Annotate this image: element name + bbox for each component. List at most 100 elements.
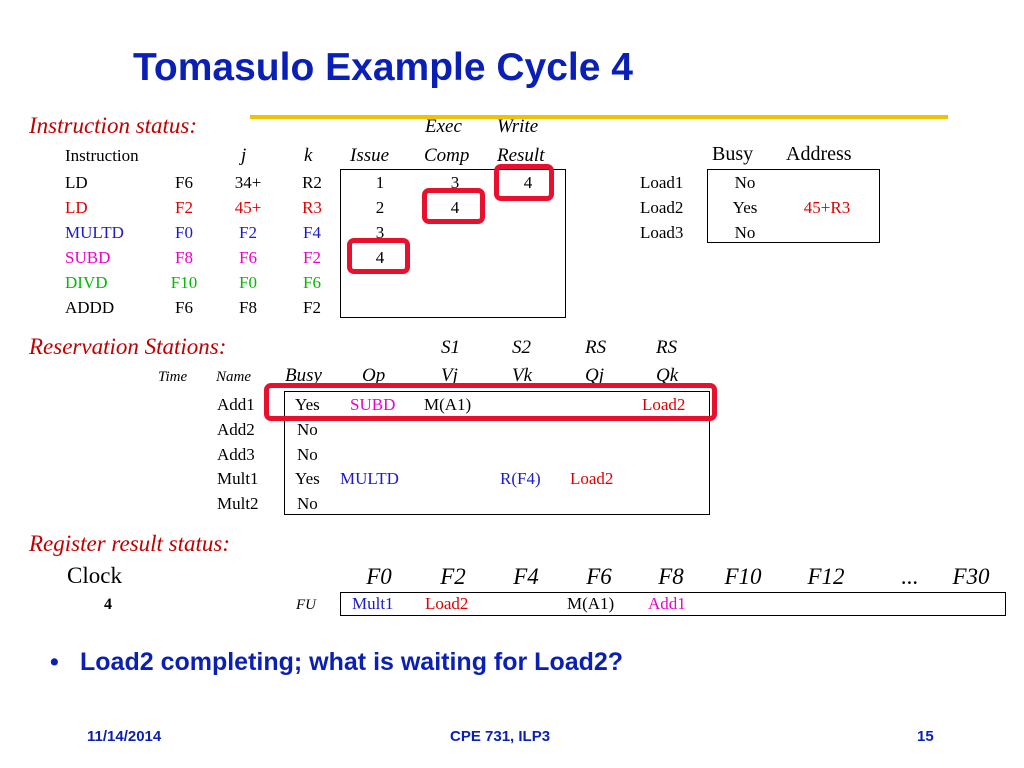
instruction-dest: F8 xyxy=(175,248,193,267)
load-buffer-busy: No xyxy=(734,223,756,242)
time-header: Time xyxy=(158,369,188,385)
reservation-stations-table xyxy=(284,391,710,515)
register-fu-value: Mult1 xyxy=(352,594,394,613)
highlight-add1-row xyxy=(264,383,717,421)
result-header: Result xyxy=(497,145,545,166)
register-header: F2 xyxy=(440,564,466,589)
rs-name: Mult1 xyxy=(217,469,259,488)
s1-header: S1 xyxy=(441,337,460,358)
rs-busy: No xyxy=(297,420,318,439)
op-header: Op xyxy=(362,365,386,386)
register-fu-value: M(A1) xyxy=(567,594,615,613)
instruction-dest: F6 xyxy=(175,298,193,317)
instruction-op: DIVD xyxy=(65,273,108,292)
register-fu-value: Add1 xyxy=(648,594,686,613)
footer-course: CPE 731, ILP3 xyxy=(450,728,551,745)
register-header: F4 xyxy=(513,564,539,589)
issue-cycle: 1 xyxy=(375,173,385,192)
rs-op: MULTD xyxy=(340,469,399,488)
issue-cycle: 4 xyxy=(375,248,385,267)
slide-title: Tomasulo Example Cycle 4 xyxy=(133,46,633,89)
rs-name: Mult2 xyxy=(217,494,259,513)
rs-name: Add1 xyxy=(217,395,255,414)
issue-cycle: 3 xyxy=(375,223,385,242)
rs-qk-header: RS xyxy=(656,337,678,358)
register-header: ... xyxy=(901,564,919,589)
load-buffer-name: Load3 xyxy=(640,223,684,242)
clock-value: 4 xyxy=(104,596,112,613)
busy-rs-header: Busy xyxy=(285,365,322,386)
highlight-exec-comp-box xyxy=(422,188,485,224)
instruction-op: ADDD xyxy=(65,298,115,317)
vj-header: Vj xyxy=(441,365,458,386)
k-header: k xyxy=(304,145,313,166)
comp-header: Comp xyxy=(424,145,470,166)
instruction-j: 34+ xyxy=(234,173,262,192)
register-header: F10 xyxy=(724,564,762,589)
instruction-k: R2 xyxy=(302,173,322,192)
rs-vj: M(A1) xyxy=(424,395,472,414)
register-header: F12 xyxy=(807,564,845,589)
instruction-k: F4 xyxy=(303,223,321,242)
highlight-issue-box xyxy=(347,238,410,274)
comp-cycle: 4 xyxy=(450,198,460,217)
name-header: Name xyxy=(216,369,251,385)
bullet-text: Load2 completing; what is waiting for Lo… xyxy=(80,648,624,676)
instruction-k: F6 xyxy=(303,273,321,292)
instruction-header: Instruction xyxy=(65,146,139,165)
instruction-op: LD xyxy=(65,173,88,192)
qk-header: Qk xyxy=(656,365,679,386)
result-cycle: 4 xyxy=(523,173,533,192)
instruction-j: 45+ xyxy=(234,198,262,217)
address-header: Address xyxy=(786,143,852,165)
register-status-heading: Register result status: xyxy=(29,531,231,556)
rs-name: Add2 xyxy=(217,420,255,439)
footer-page-number: 15 xyxy=(917,728,934,745)
instruction-k: R3 xyxy=(302,198,322,217)
instruction-dest: F0 xyxy=(175,223,193,242)
register-header: F8 xyxy=(658,564,684,589)
clock-label: Clock xyxy=(67,563,122,588)
comp-cycle: 3 xyxy=(450,173,460,192)
register-header: F30 xyxy=(952,564,990,589)
load-buffer-table xyxy=(707,169,880,243)
rs-vk: R(F4) xyxy=(500,469,541,488)
load-buffer-name: Load2 xyxy=(640,198,684,217)
instruction-status-heading: Instruction status: xyxy=(29,113,198,138)
instruction-k: F2 xyxy=(303,298,321,317)
instruction-j: F2 xyxy=(239,223,257,242)
rs-qj-header: RS xyxy=(585,337,607,358)
rs-busy: No xyxy=(297,494,318,513)
instruction-k: F2 xyxy=(303,248,321,267)
instruction-j: F8 xyxy=(239,298,257,317)
register-header: F0 xyxy=(366,564,392,589)
load-buffer-busy: No xyxy=(734,173,756,192)
highlight-write-result-box xyxy=(494,164,554,201)
reservation-stations-heading: Reservation Stations: xyxy=(29,334,227,359)
instruction-j: F6 xyxy=(239,248,257,267)
rs-op: SUBD xyxy=(350,395,396,414)
load-buffer-name: Load1 xyxy=(640,173,684,192)
load-buffer-address: 45+R3 xyxy=(803,198,851,217)
issue-header: Issue xyxy=(350,145,390,166)
rs-qk: Load2 xyxy=(642,395,686,414)
j-header: j xyxy=(241,145,247,166)
qj-header: Qj xyxy=(585,365,604,386)
rs-busy: No xyxy=(297,445,318,464)
write-header: Write xyxy=(497,116,539,137)
instruction-dest: F6 xyxy=(175,173,193,192)
rs-name: Add3 xyxy=(217,445,255,464)
rs-busy: Yes xyxy=(295,469,320,488)
bullet-dot: • xyxy=(50,648,59,676)
exec-header: Exec xyxy=(425,116,462,137)
instruction-op: MULTD xyxy=(65,223,124,242)
busy-header: Busy xyxy=(712,143,754,165)
register-status-table xyxy=(340,592,1006,616)
footer-date: 11/14/2014 xyxy=(87,728,162,745)
s2-header: S2 xyxy=(512,337,531,358)
instruction-status-table xyxy=(340,169,566,318)
register-fu-value: Load2 xyxy=(425,594,469,613)
instruction-dest: F10 xyxy=(170,273,198,292)
register-header: F6 xyxy=(586,564,612,589)
title-underline xyxy=(250,115,948,119)
